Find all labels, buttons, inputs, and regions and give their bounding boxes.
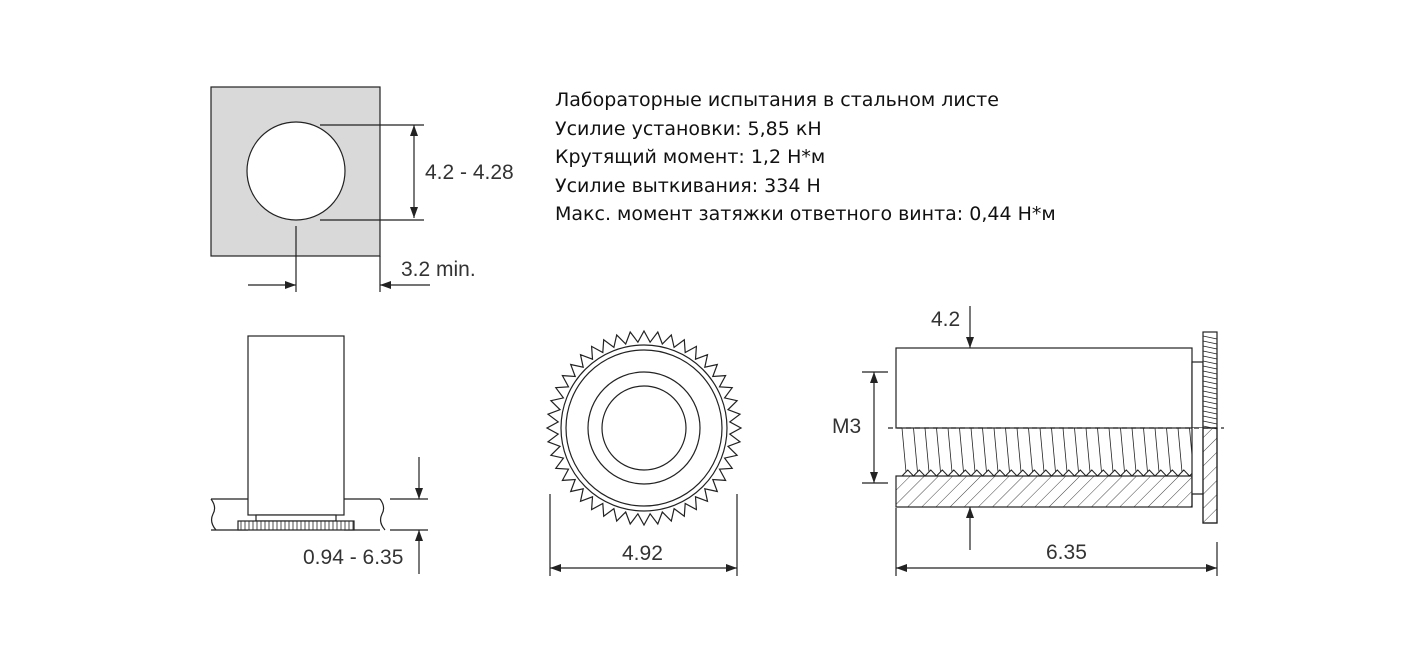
knurled-gear-outline	[545, 329, 743, 527]
section-view	[862, 306, 1224, 576]
body-upper-half	[895, 347, 1193, 429]
standoff-body	[247, 335, 345, 516]
hole-circle	[246, 121, 346, 221]
body-hatched-wall	[895, 475, 1193, 508]
hole-diameter-label: 4.2 - 4.28	[425, 161, 514, 184]
head-diameter-label: 4.92	[622, 542, 663, 565]
installed-side-view	[210, 335, 428, 574]
edge-distance-label: 3.2 min.	[401, 258, 476, 281]
spec-install-force: Усилие установки: 5,85 кН	[555, 118, 822, 140]
spec-torque: Крутящий момент: 1,2 Н*м	[555, 146, 825, 168]
thread-label: M3	[832, 415, 861, 438]
spec-title: Лабораторные испытания в стальном листе	[555, 89, 999, 111]
length-label: 6.35	[1046, 541, 1087, 564]
mounting-hole-view	[210, 86, 430, 292]
spec-pushout-force: Усилие выткивания: 334 Н	[555, 175, 821, 197]
spec-max-tightening-torque: Макс. момент затяжки ответного винта: 0,…	[555, 203, 1056, 225]
sheet-thickness-label: 0.94 - 6.35	[303, 546, 403, 569]
knurled-head	[237, 520, 355, 531]
head-top-view	[545, 329, 743, 576]
body-diameter-label: 4.2	[931, 308, 960, 331]
